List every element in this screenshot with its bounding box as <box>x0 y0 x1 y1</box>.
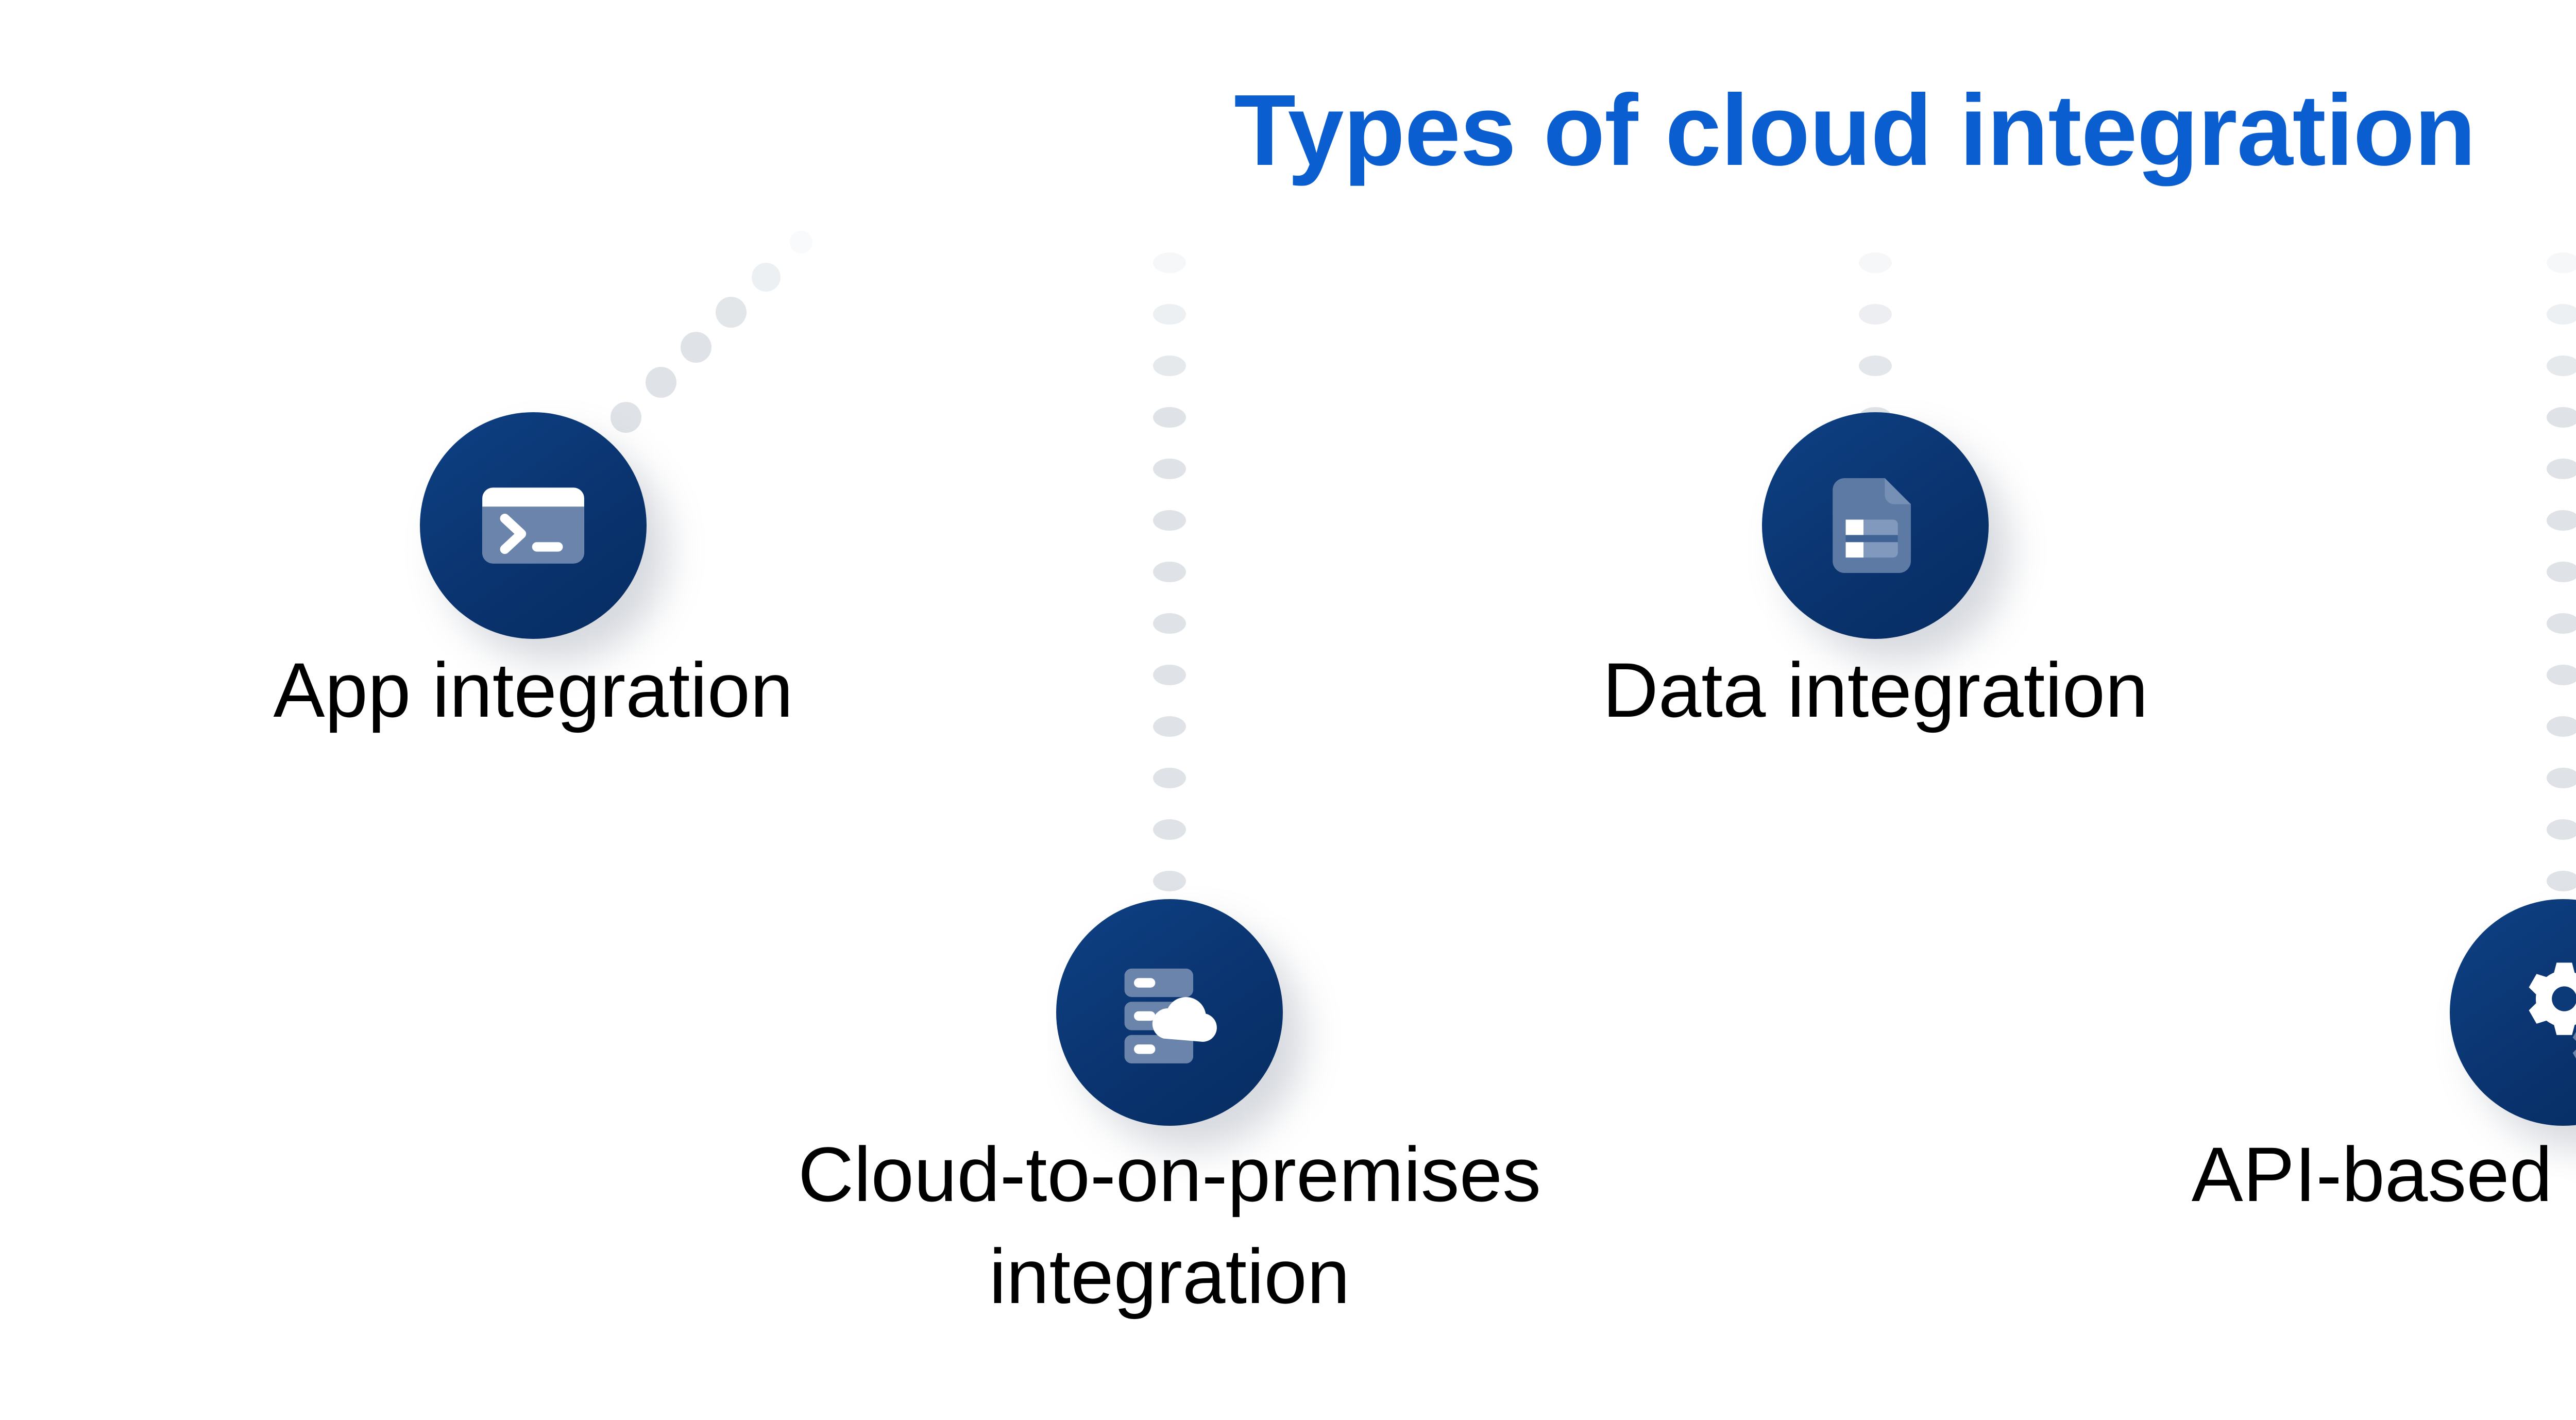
node-data-integration[interactable] <box>1762 412 1989 639</box>
terminal-icon <box>474 466 592 585</box>
node-app-integration[interactable] <box>420 412 647 639</box>
connector-dots-cloud-to-on-premises-integration <box>1152 252 1187 933</box>
label-app-integration: App integration <box>273 647 793 733</box>
node-cloud-to-on-premises-integration[interactable] <box>1056 899 1283 1126</box>
label-api-based-integration: API-based integration <box>2191 1131 2576 1218</box>
connector-dots-api-based-integration <box>2546 252 2576 933</box>
label-data-integration: Data integration <box>1602 647 2148 733</box>
document-table-icon <box>1816 466 1935 585</box>
server-cloud-icon <box>1110 953 1229 1072</box>
page-title: Types of cloud integration <box>1234 74 2476 187</box>
label-cloud-to-on-premises-integration: Cloud-to-on-premises integration <box>798 1131 1541 1320</box>
node-api-based-integration[interactable] <box>2450 899 2576 1126</box>
gears-icon <box>2504 953 2576 1072</box>
